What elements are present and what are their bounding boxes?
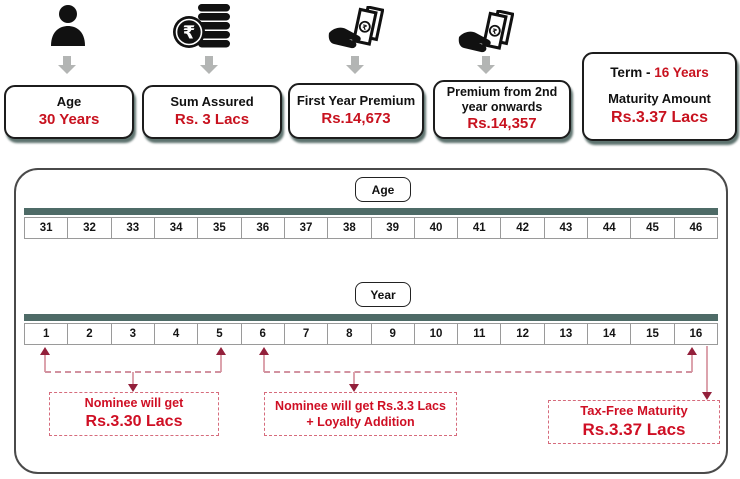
age-cell: 45 xyxy=(630,217,675,239)
year-cell: 5 xyxy=(197,323,242,345)
year-cell: 4 xyxy=(153,323,199,345)
year-axis-pill: Year xyxy=(355,282,411,307)
maturity-note-box: Tax-Free Maturity Rs.3.37 Lacs xyxy=(548,400,720,444)
age-axis-bar xyxy=(24,208,718,215)
svg-text:₹: ₹ xyxy=(491,27,498,36)
age-axis-pill: Age xyxy=(355,177,411,202)
loyalty-note-box: Nominee will get Rs.3.3 Lacs + Loyalty A… xyxy=(264,392,457,436)
age-cell: 38 xyxy=(327,217,372,239)
year1-up-arrow xyxy=(40,347,50,372)
nominee-note-line1: Nominee will get xyxy=(84,396,184,411)
age-card: Age 30 Years xyxy=(4,85,134,139)
year-cell: 7 xyxy=(283,323,329,345)
down-arrow-icon xyxy=(200,56,218,74)
year-cell: 14 xyxy=(587,323,632,345)
renewal-premium-card: Premium from 2nd year onwards Rs.14,357 xyxy=(433,80,571,139)
term-maturity-card: Term - 16 Years Maturity Amount Rs.3.37 … xyxy=(582,52,737,141)
age-cell: 32 xyxy=(67,217,112,239)
term-row: Term - 16 Years xyxy=(610,65,709,81)
age-cell: 36 xyxy=(240,217,285,239)
coins-rupee-icon: ₹ xyxy=(173,4,230,48)
year-cell: 10 xyxy=(413,323,459,345)
term-label: Term xyxy=(610,65,643,81)
sum-assured-card: Sum Assured Rs. 3 Lacs xyxy=(142,85,282,139)
age-cell: 37 xyxy=(283,217,329,239)
year16-up-arrow xyxy=(687,347,697,372)
sum-assured-value: Rs. 3 Lacs xyxy=(174,111,250,129)
loyalty-note-line2: + Loyalty Addition xyxy=(306,415,415,429)
age-card-label: Age xyxy=(56,94,82,109)
year-cell: 9 xyxy=(370,323,415,345)
age-cell: 31 xyxy=(24,217,69,239)
year-cell: 2 xyxy=(67,323,112,345)
renewal-premium-label: Premium from 2nd year onwards xyxy=(446,85,558,114)
year-cell: 16 xyxy=(673,323,718,345)
age-cell: 42 xyxy=(500,217,545,239)
age-cell: 46 xyxy=(673,217,718,239)
age-cell: 39 xyxy=(370,217,415,239)
year-cell: 6 xyxy=(240,323,285,345)
down-arrow-icon xyxy=(58,56,76,74)
down-arrow-icon xyxy=(346,56,364,74)
year5-up-arrow xyxy=(216,347,226,372)
age-cell: 41 xyxy=(457,217,502,239)
first-year-premium-label: First Year Premium xyxy=(296,93,416,108)
nominee-note-box: Nominee will get Rs.3.30 Lacs xyxy=(49,392,219,436)
svg-text:₹: ₹ xyxy=(183,23,196,44)
year-cell: 12 xyxy=(500,323,545,345)
age-cell: 40 xyxy=(413,217,459,239)
sum-assured-label: Sum Assured xyxy=(170,94,254,109)
age-cell: 33 xyxy=(110,217,155,239)
maturity-amount-value: Rs.3.37 Lacs xyxy=(611,108,708,126)
year-cell: 8 xyxy=(327,323,372,345)
year-cell: 15 xyxy=(630,323,675,345)
term-value: 16 Years xyxy=(654,65,709,81)
svg-text:₹: ₹ xyxy=(361,23,368,32)
maturity-note-line2: Rs.3.37 Lacs xyxy=(582,420,686,440)
hand-money-icon: ₹ xyxy=(328,6,384,49)
age-cell: 35 xyxy=(197,217,242,239)
year-cell: 1 xyxy=(24,323,69,345)
maturity-drop-arrow xyxy=(702,346,712,400)
loyalty-box-drop-arrow xyxy=(349,372,359,392)
maturity-note-line1: Tax-Free Maturity xyxy=(580,402,688,418)
first-year-premium-card: First Year Premium Rs.14,673 xyxy=(288,83,424,139)
year6-up-arrow xyxy=(259,347,269,372)
years6-16-bracket xyxy=(264,371,692,373)
nominee-box-drop-arrow xyxy=(128,372,138,392)
age-cell: 34 xyxy=(153,217,199,239)
year-axis-bar xyxy=(24,314,718,321)
year-cell: 13 xyxy=(543,323,589,345)
renewal-premium-value: Rs.14,357 xyxy=(467,115,537,132)
first-year-premium-value: Rs.14,673 xyxy=(321,110,391,128)
loyalty-note-line1: Nominee will get Rs.3.3 Lacs xyxy=(275,398,446,413)
nominee-note-line2: Rs.3.30 Lacs xyxy=(85,412,183,430)
age-card-value: 30 Years xyxy=(38,111,100,129)
year-cell: 3 xyxy=(110,323,155,345)
person-icon xyxy=(51,5,85,46)
hand-money-icon: ₹ xyxy=(458,10,514,53)
maturity-amount-label: Maturity Amount xyxy=(608,91,711,107)
down-arrow-icon xyxy=(477,56,495,74)
age-cell: 43 xyxy=(543,217,589,239)
age-cell: 44 xyxy=(587,217,632,239)
year-cell: 11 xyxy=(457,323,502,345)
